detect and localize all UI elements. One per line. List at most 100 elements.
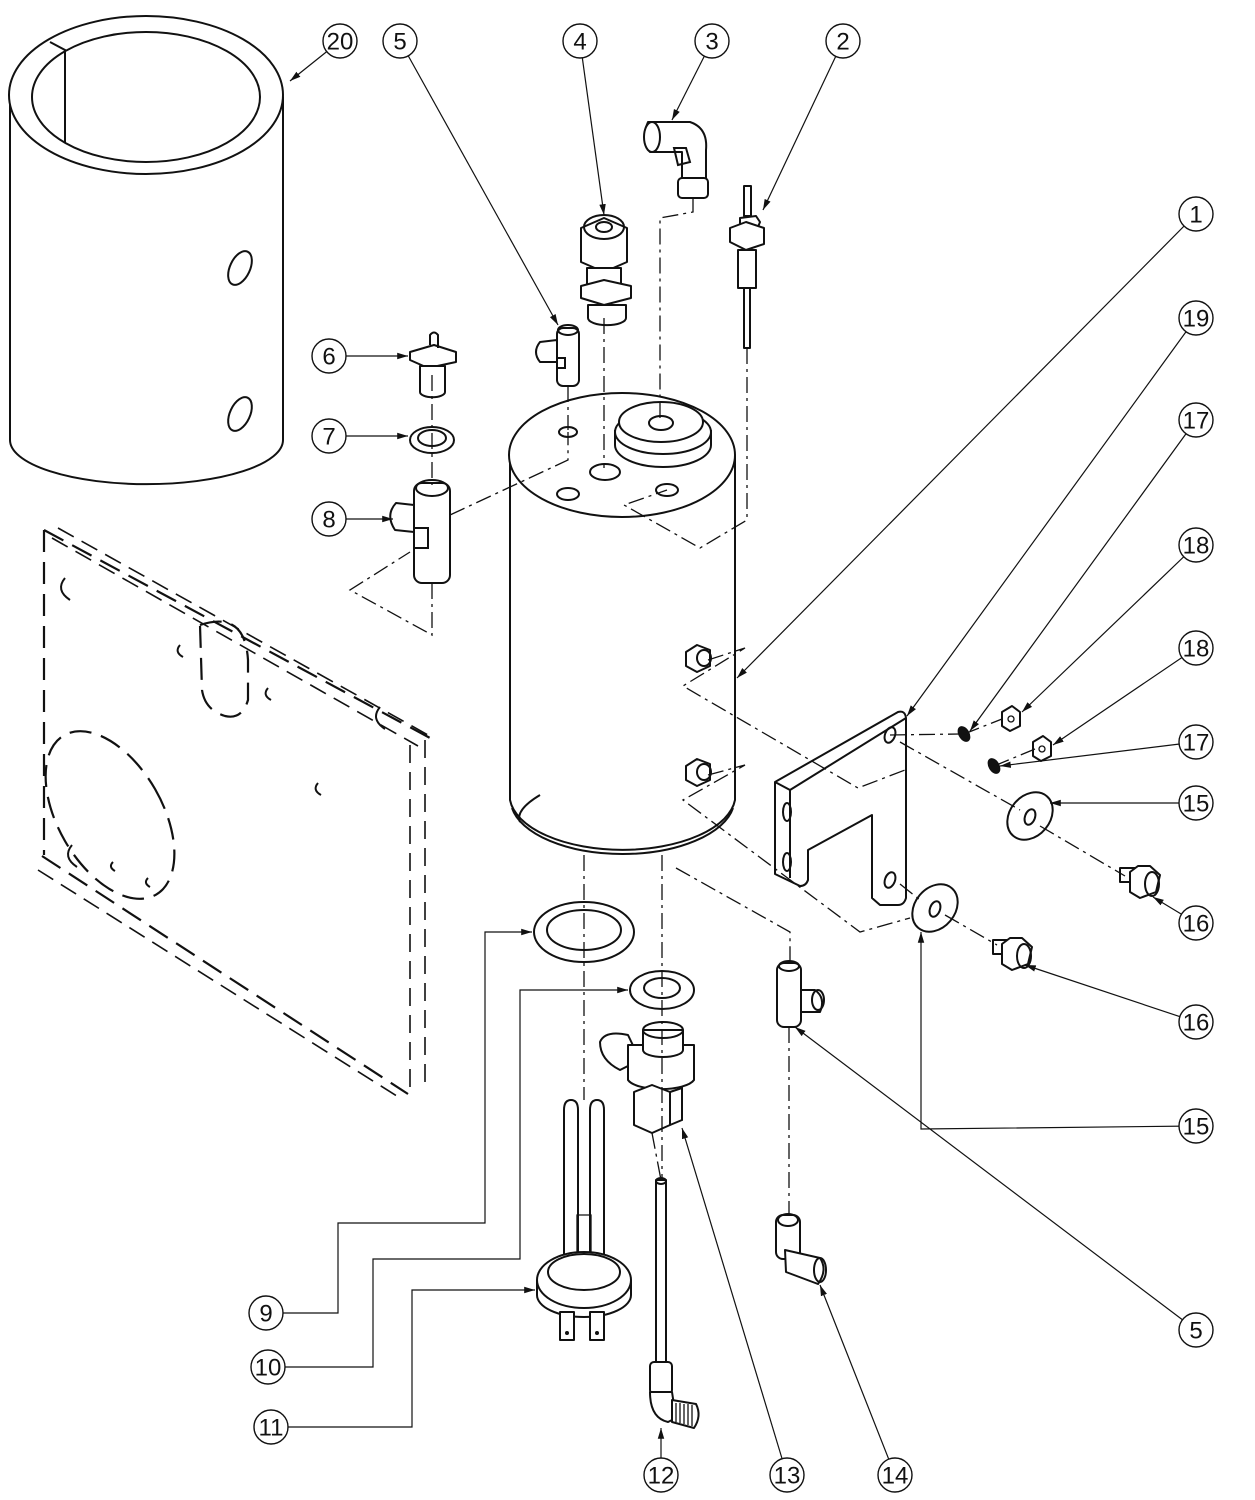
callout-bubble bbox=[1178, 724, 1214, 760]
callout-bubble bbox=[769, 1457, 805, 1493]
callout-number: 17 bbox=[1183, 408, 1210, 435]
mounting-bracket bbox=[774, 710, 907, 906]
callout-bubble bbox=[1178, 1004, 1214, 1040]
callout-number: 20 bbox=[327, 29, 354, 56]
callout-number: 9 bbox=[259, 1301, 272, 1328]
leader-line bbox=[762, 40, 844, 211]
callout-tee-fitting-bottom: 5 bbox=[794, 1026, 1214, 1348]
leader-line bbox=[399, 40, 559, 326]
callout-bubble bbox=[643, 1457, 679, 1493]
callout-bubble bbox=[253, 1409, 289, 1445]
callout-number: 7 bbox=[322, 424, 335, 451]
callout-sealing-washer-bottom: 10 bbox=[250, 986, 628, 1385]
leader-line bbox=[736, 213, 1197, 679]
callout-bubble bbox=[250, 1349, 286, 1385]
callout-number: 18 bbox=[1183, 636, 1210, 663]
callout-mounting-bracket: 19 bbox=[906, 300, 1214, 717]
callout-number: 8 bbox=[322, 507, 335, 534]
callout-flat-washer-upper: 15 bbox=[1050, 785, 1214, 821]
tee-fitting-bottom bbox=[776, 960, 825, 1028]
callout-bubble bbox=[1178, 785, 1214, 821]
leader-line bbox=[969, 419, 1197, 732]
callout-hex-nut-lower: 18 bbox=[1052, 630, 1214, 746]
callout-lock-washer-upper: 17 bbox=[969, 402, 1214, 732]
callout-bubble bbox=[1178, 300, 1214, 336]
callout-flat-washer-lower: 15 bbox=[917, 932, 1214, 1144]
callout-number: 4 bbox=[573, 29, 586, 56]
callout-number: 5 bbox=[393, 29, 406, 56]
callout-number: 18 bbox=[1183, 533, 1210, 560]
leader-line bbox=[819, 1284, 896, 1476]
leader-line bbox=[1024, 964, 1197, 1023]
level-probe bbox=[409, 331, 457, 399]
callout-bubble bbox=[322, 23, 358, 59]
callout-bubble bbox=[877, 1457, 913, 1493]
assembly-lines bbox=[348, 198, 1126, 1215]
callout-number: 19 bbox=[1183, 306, 1210, 333]
callout-number: 11 bbox=[259, 1415, 284, 1442]
callout-number: 1 bbox=[1189, 202, 1202, 229]
leader-line bbox=[681, 1127, 788, 1476]
flat-washer-lower bbox=[911, 883, 959, 933]
callout-tank: 1 bbox=[736, 196, 1214, 679]
flat-washer-upper bbox=[1006, 791, 1054, 841]
leader-line bbox=[1021, 544, 1197, 713]
callout-hex-nut-upper: 18 bbox=[1021, 527, 1214, 713]
bolt-upper bbox=[1119, 865, 1161, 899]
callout-number: 5 bbox=[1189, 1318, 1202, 1345]
callout-bubble bbox=[1178, 527, 1214, 563]
callout-number: 16 bbox=[1183, 911, 1210, 938]
elbow-fitting-top bbox=[643, 121, 709, 199]
callout-number: 15 bbox=[1183, 1114, 1210, 1141]
callout-number: 13 bbox=[774, 1463, 801, 1490]
callout-elbow-fitting-bottom: 13 bbox=[681, 1127, 805, 1493]
tank bbox=[508, 392, 736, 856]
callout-number: 17 bbox=[1183, 730, 1210, 757]
callout-number: 15 bbox=[1183, 791, 1210, 818]
hex-nut-lower bbox=[1032, 735, 1052, 762]
elbow-fitting-right bbox=[775, 1213, 827, 1285]
leader-line bbox=[271, 1286, 535, 1428]
callout-bubble bbox=[1178, 196, 1214, 232]
callout-number: 16 bbox=[1183, 1010, 1210, 1037]
callout-bubble bbox=[382, 23, 418, 59]
callout-sealing-washer-small: 7 bbox=[311, 418, 408, 454]
callout-bubble bbox=[1178, 402, 1214, 438]
leader-line bbox=[906, 317, 1197, 717]
callout-insulation-sleeve: 20 bbox=[289, 23, 358, 82]
callout-bubble bbox=[311, 501, 347, 537]
callout-lock-washer-lower: 17 bbox=[999, 724, 1214, 768]
callout-number: 10 bbox=[255, 1355, 282, 1382]
compression-fitting bbox=[580, 214, 632, 327]
callout-bolt-upper: 16 bbox=[1152, 896, 1214, 941]
callout-bolt-lower: 16 bbox=[1024, 964, 1214, 1040]
callout-number: 12 bbox=[648, 1463, 675, 1490]
heating-element bbox=[536, 1099, 632, 1341]
bolt-lower bbox=[992, 937, 1033, 971]
callout-elbow-fitting-right: 14 bbox=[819, 1284, 913, 1493]
callout-bubble bbox=[562, 23, 598, 59]
temperature-probe bbox=[729, 185, 765, 349]
callout-heating-element: 11 bbox=[253, 1286, 535, 1445]
callout-level-probe: 6 bbox=[311, 338, 408, 374]
leader-line bbox=[917, 932, 1197, 1130]
tee-fitting-top bbox=[535, 324, 580, 387]
drain-tube bbox=[649, 1177, 700, 1429]
elbow-fitting-bottom bbox=[599, 1021, 695, 1134]
callout-bubble bbox=[694, 23, 730, 59]
callout-number: 3 bbox=[705, 29, 718, 56]
leader-line bbox=[1052, 647, 1197, 746]
callout-temperature-probe: 2 bbox=[762, 23, 861, 211]
leader-line bbox=[579, 40, 606, 216]
callout-heater-gasket: 9 bbox=[248, 928, 532, 1331]
callout-compression-fitting: 4 bbox=[562, 23, 606, 216]
leader-line bbox=[999, 741, 1197, 768]
tee-fitting-left bbox=[389, 479, 451, 584]
callout-bubble bbox=[1178, 905, 1214, 941]
callout-bubble bbox=[825, 23, 861, 59]
callout-number: 6 bbox=[322, 344, 335, 371]
callout-bubble bbox=[311, 338, 347, 374]
leader-line bbox=[268, 986, 628, 1368]
